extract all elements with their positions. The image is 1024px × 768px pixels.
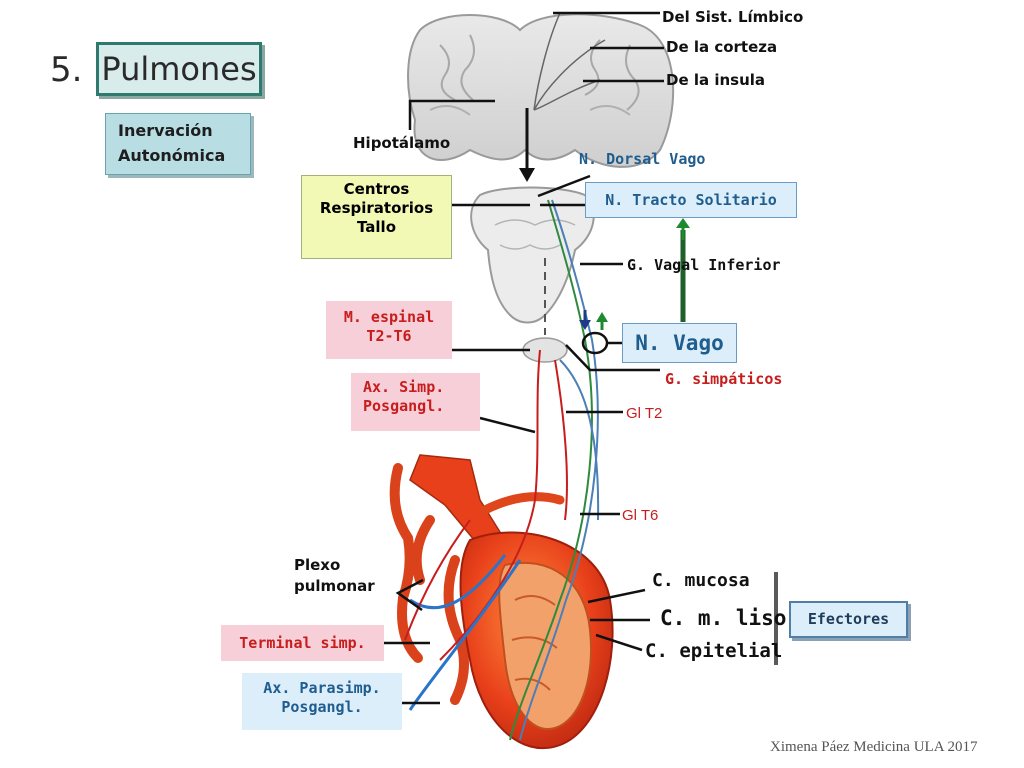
label-simpaticos: G. simpáticos — [665, 370, 783, 388]
label-mucosa: C. mucosa — [652, 570, 750, 591]
subtitle-box: Inervación Autonómica — [105, 113, 251, 175]
axsimp-line-2: Posgangl. — [363, 397, 445, 415]
centros-respiratorios-box: Centros Respiratorios Tallo — [301, 175, 452, 259]
page-title: Pulmones — [96, 42, 262, 96]
up-arrow-icon — [596, 218, 690, 330]
brainstem-illustration — [470, 186, 595, 324]
efectores-box: Efectores — [789, 601, 908, 638]
label-vagal-inferior: G. Vagal Inferior — [627, 256, 781, 274]
slide-number: 5. — [50, 50, 83, 90]
leader-lines — [384, 11, 664, 705]
espinal-line-1: M. espinal — [343, 308, 435, 326]
nervio-vago-box: N. Vago — [622, 323, 737, 363]
label-epitelial: C. epitelial — [645, 640, 783, 662]
label-plexo-pulmonar: Plexo pulmonar — [294, 555, 375, 597]
plexo-line-1: Plexo — [294, 556, 341, 574]
axon-simpatico-box: Ax. Simp. Posgangl. — [351, 373, 480, 431]
brain-illustration — [407, 13, 675, 168]
subtitle-line-2: Autonómica — [118, 146, 226, 165]
terminal-simpatico-box: Terminal simp. — [221, 625, 384, 661]
label-dorsal-vago: N. Dorsal Vago — [579, 150, 706, 168]
axsimp-line-1: Ax. Simp. — [363, 378, 445, 396]
credit-text: Ximena Páez Medicina ULA 2017 — [770, 739, 978, 755]
medula-espinal-box: M. espinal T2-T6 — [326, 301, 452, 359]
espinal-line-2: T2-T6 — [366, 327, 412, 345]
label-gl-t2: Gl T2 — [626, 405, 663, 422]
label-corteza: De la corteza — [666, 38, 778, 56]
label-insula: De la insula — [666, 71, 766, 89]
centros-line-2: Respiratorios — [319, 199, 434, 217]
label-hipotalamo: Hipotálamo — [353, 134, 451, 152]
bronchial-tree-illustration — [389, 454, 614, 750]
centros-line-1: Centros — [343, 180, 410, 198]
label-musculo-liso: C. m. liso — [660, 606, 787, 630]
vagus-junction-ring — [581, 331, 609, 355]
label-gl-t6: Gl T6 — [622, 507, 659, 524]
tracto-solitario-box: N. Tracto Solitario — [585, 182, 797, 218]
centros-line-3: Tallo — [356, 218, 396, 236]
axon-parasimpatico-box: Ax. Parasimp. Posgangl. — [242, 673, 402, 730]
plexo-line-2: pulmonar — [294, 577, 375, 595]
axpara-line-2: Posgangl. — [281, 698, 363, 716]
down-arrow-icon — [579, 310, 591, 330]
subtitle-line-1: Inervación — [118, 121, 213, 140]
label-limbico: Del Sist. Límbico — [662, 8, 804, 26]
axpara-line-1: Ax. Parasimp. — [263, 679, 381, 697]
nerve-pathways — [404, 12, 606, 741]
